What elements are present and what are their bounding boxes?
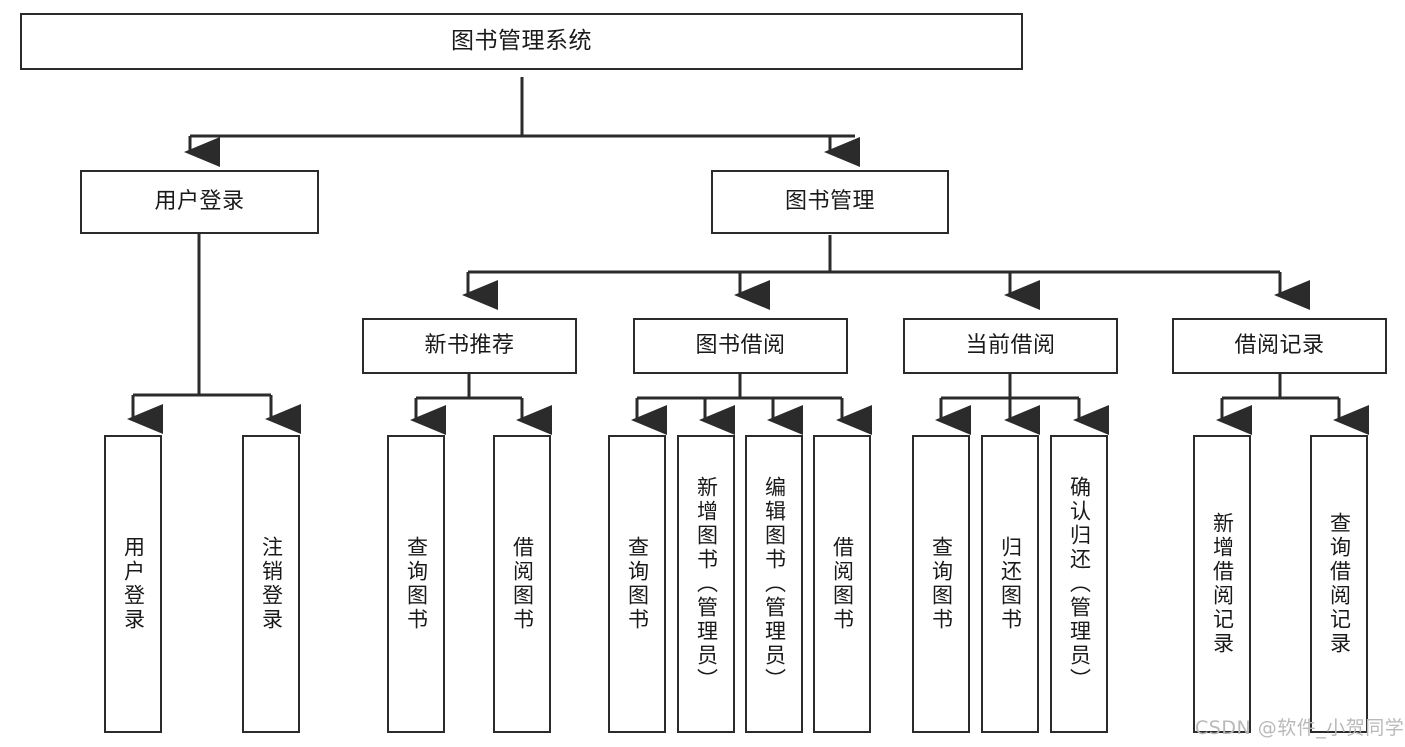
leaf-query-book-borrow[interactable]: 查询图书 — [608, 435, 666, 733]
leaf-add-borrow-record[interactable]: 新增借阅记录 — [1193, 435, 1251, 733]
node-user-login[interactable]: 用户登录 — [80, 170, 319, 234]
leaf-confirm-return-admin[interactable]: 确认归还（管理员） — [1050, 435, 1108, 733]
node-label: 查询借阅记录 — [1327, 512, 1352, 656]
leaf-query-book-recommend[interactable]: 查询图书 — [387, 435, 445, 733]
node-label: 图书管理 — [784, 188, 875, 214]
node-label: 用户登录 — [154, 188, 245, 214]
node-label: 查询图书 — [625, 536, 650, 632]
leaf-user-logout[interactable]: 注销登录 — [242, 435, 300, 733]
leaf-add-book-admin[interactable]: 新增图书（管理员） — [677, 435, 735, 733]
node-label: 图书管理系统 — [451, 27, 592, 54]
csdn-watermark: CSDN @软件_小贺同学 — [1195, 717, 1405, 739]
node-label: 借阅记录 — [1234, 332, 1325, 358]
node-label: 当前借阅 — [965, 332, 1056, 358]
node-label: 借阅图书 — [830, 536, 855, 632]
leaf-return-book[interactable]: 归还图书 — [981, 435, 1039, 733]
leaf-borrow-book-recommend[interactable]: 借阅图书 — [493, 435, 551, 733]
node-label: 注销登录 — [259, 536, 284, 632]
leaf-user-login[interactable]: 用户登录 — [104, 435, 162, 733]
node-label: 新增图书（管理员） — [694, 476, 719, 692]
node-label: 确认归还（管理员） — [1067, 476, 1092, 692]
node-label: 新增借阅记录 — [1210, 512, 1235, 656]
node-book-management-system[interactable]: 图书管理系统 — [20, 13, 1023, 70]
node-borrow-record[interactable]: 借阅记录 — [1172, 318, 1387, 374]
leaf-borrow-book[interactable]: 借阅图书 — [813, 435, 871, 733]
node-current-borrow[interactable]: 当前借阅 — [903, 318, 1118, 374]
node-label: 新书推荐 — [424, 332, 515, 358]
node-new-book-recommend[interactable]: 新书推荐 — [362, 318, 577, 374]
node-label: 归还图书 — [998, 536, 1023, 632]
node-book-management[interactable]: 图书管理 — [711, 170, 949, 234]
node-label: 查询图书 — [929, 536, 954, 632]
node-label: 借阅图书 — [510, 536, 535, 632]
leaf-query-book-current[interactable]: 查询图书 — [912, 435, 970, 733]
leaf-edit-book-admin[interactable]: 编辑图书（管理员） — [745, 435, 803, 733]
node-label: 用户登录 — [121, 536, 146, 632]
node-label: 查询图书 — [404, 536, 429, 632]
node-book-borrow[interactable]: 图书借阅 — [633, 318, 848, 374]
node-label: 图书借阅 — [695, 332, 786, 358]
leaf-query-borrow-record[interactable]: 查询借阅记录 — [1310, 435, 1368, 733]
node-label: 编辑图书（管理员） — [762, 476, 787, 692]
